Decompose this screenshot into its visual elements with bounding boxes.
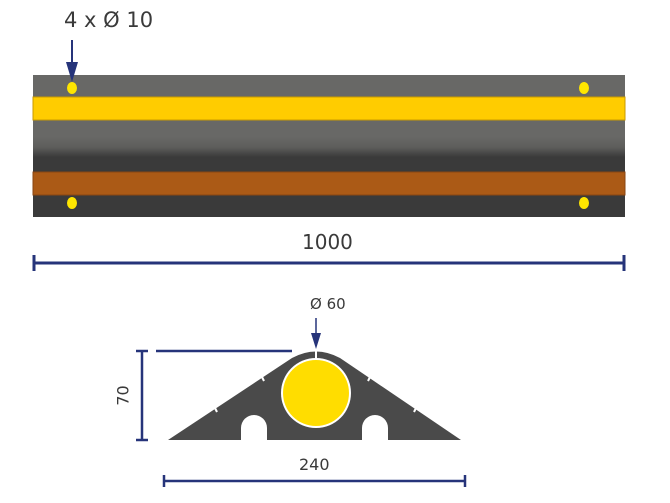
height-dimension-line [136, 349, 292, 442]
diameter-arrow [311, 318, 321, 349]
orange-stripe [32, 171, 626, 196]
holes-arrow [66, 40, 78, 82]
top-view-bar [32, 75, 626, 217]
mounting-hole [67, 82, 77, 94]
diameter-label: Ø 60 [310, 295, 346, 313]
height-label: 70 [113, 385, 133, 406]
holes-label: 4 x Ø 10 [64, 8, 154, 32]
mounting-hole [579, 197, 589, 209]
length-dimension-line [32, 255, 626, 271]
mounting-hole [579, 82, 589, 94]
yellow-stripe [32, 96, 626, 121]
width-label: 240 [299, 455, 330, 474]
length-label: 1000 [302, 230, 353, 254]
mounting-hole [67, 197, 77, 209]
shading-band [33, 137, 625, 157]
cable-channel [283, 360, 349, 426]
width-dimension-line [162, 475, 467, 487]
profile-section [168, 349, 461, 440]
